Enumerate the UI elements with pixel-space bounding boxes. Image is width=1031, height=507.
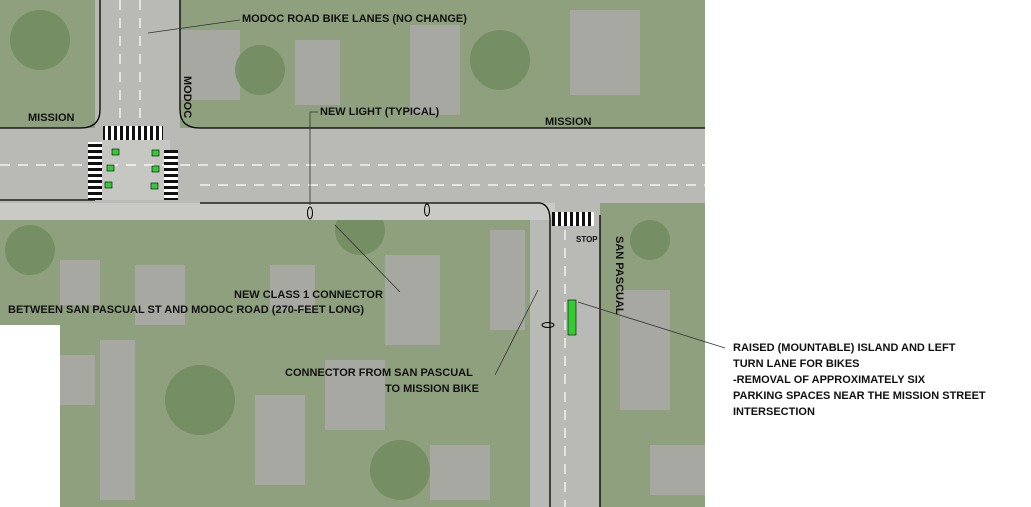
crosswalks: [103, 126, 163, 140]
label-sp-connector-2: TO MISSION BIKE: [385, 383, 479, 395]
blank-corner: [0, 325, 60, 507]
curb-lines: [0, 0, 705, 507]
island-note-line: PARKING SPACES NEAR THE MISSION STREET: [733, 390, 986, 402]
label-stop: STOP: [576, 235, 598, 244]
lane-lines: [0, 0, 705, 507]
label-mission-east: MISSION: [545, 116, 592, 128]
label-modoc: MODOC: [181, 76, 193, 119]
island-note-line: INTERSECTION: [733, 406, 815, 418]
trees: [5, 10, 670, 500]
island-note: RAISED (MOUNTABLE) ISLAND AND LEFT TURN …: [733, 340, 986, 420]
modoc-road: [95, 0, 180, 135]
label-connector-desc: BETWEEN SAN PASCUAL ST AND MODOC ROAD (2…: [8, 304, 365, 316]
island-note-line: RAISED (MOUNTABLE) ISLAND AND LEFT: [733, 342, 956, 354]
label-sp-connector-1: CONNECTOR FROM SAN PASCUAL: [285, 367, 473, 379]
island-note-line: -REMOVAL OF APPROXIMATELY SIX: [733, 374, 926, 386]
bike-signal-markers: [104, 148, 577, 336]
leader-lines: [147, 19, 726, 376]
label-connector-title: NEW CLASS 1 CONNECTOR: [234, 289, 383, 301]
island-note-line: TURN LANE FOR BIKES: [733, 358, 860, 370]
label-modoc-bike-lanes: MODOC ROAD BIKE LANES (NO CHANGE): [242, 13, 467, 25]
label-new-light: NEW LIGHT (TYPICAL): [320, 106, 440, 118]
label-mission-west: MISSION: [28, 112, 75, 124]
buildings: [60, 10, 705, 500]
new-lights: [307, 203, 555, 328]
crosswalk-san-pascual: [552, 212, 594, 226]
crosswalk-east: [164, 150, 178, 200]
label-san-pascual: SAN PASCUAL: [613, 236, 625, 315]
crosswalk-west: [88, 142, 102, 200]
class1-connector-path: [0, 203, 555, 220]
